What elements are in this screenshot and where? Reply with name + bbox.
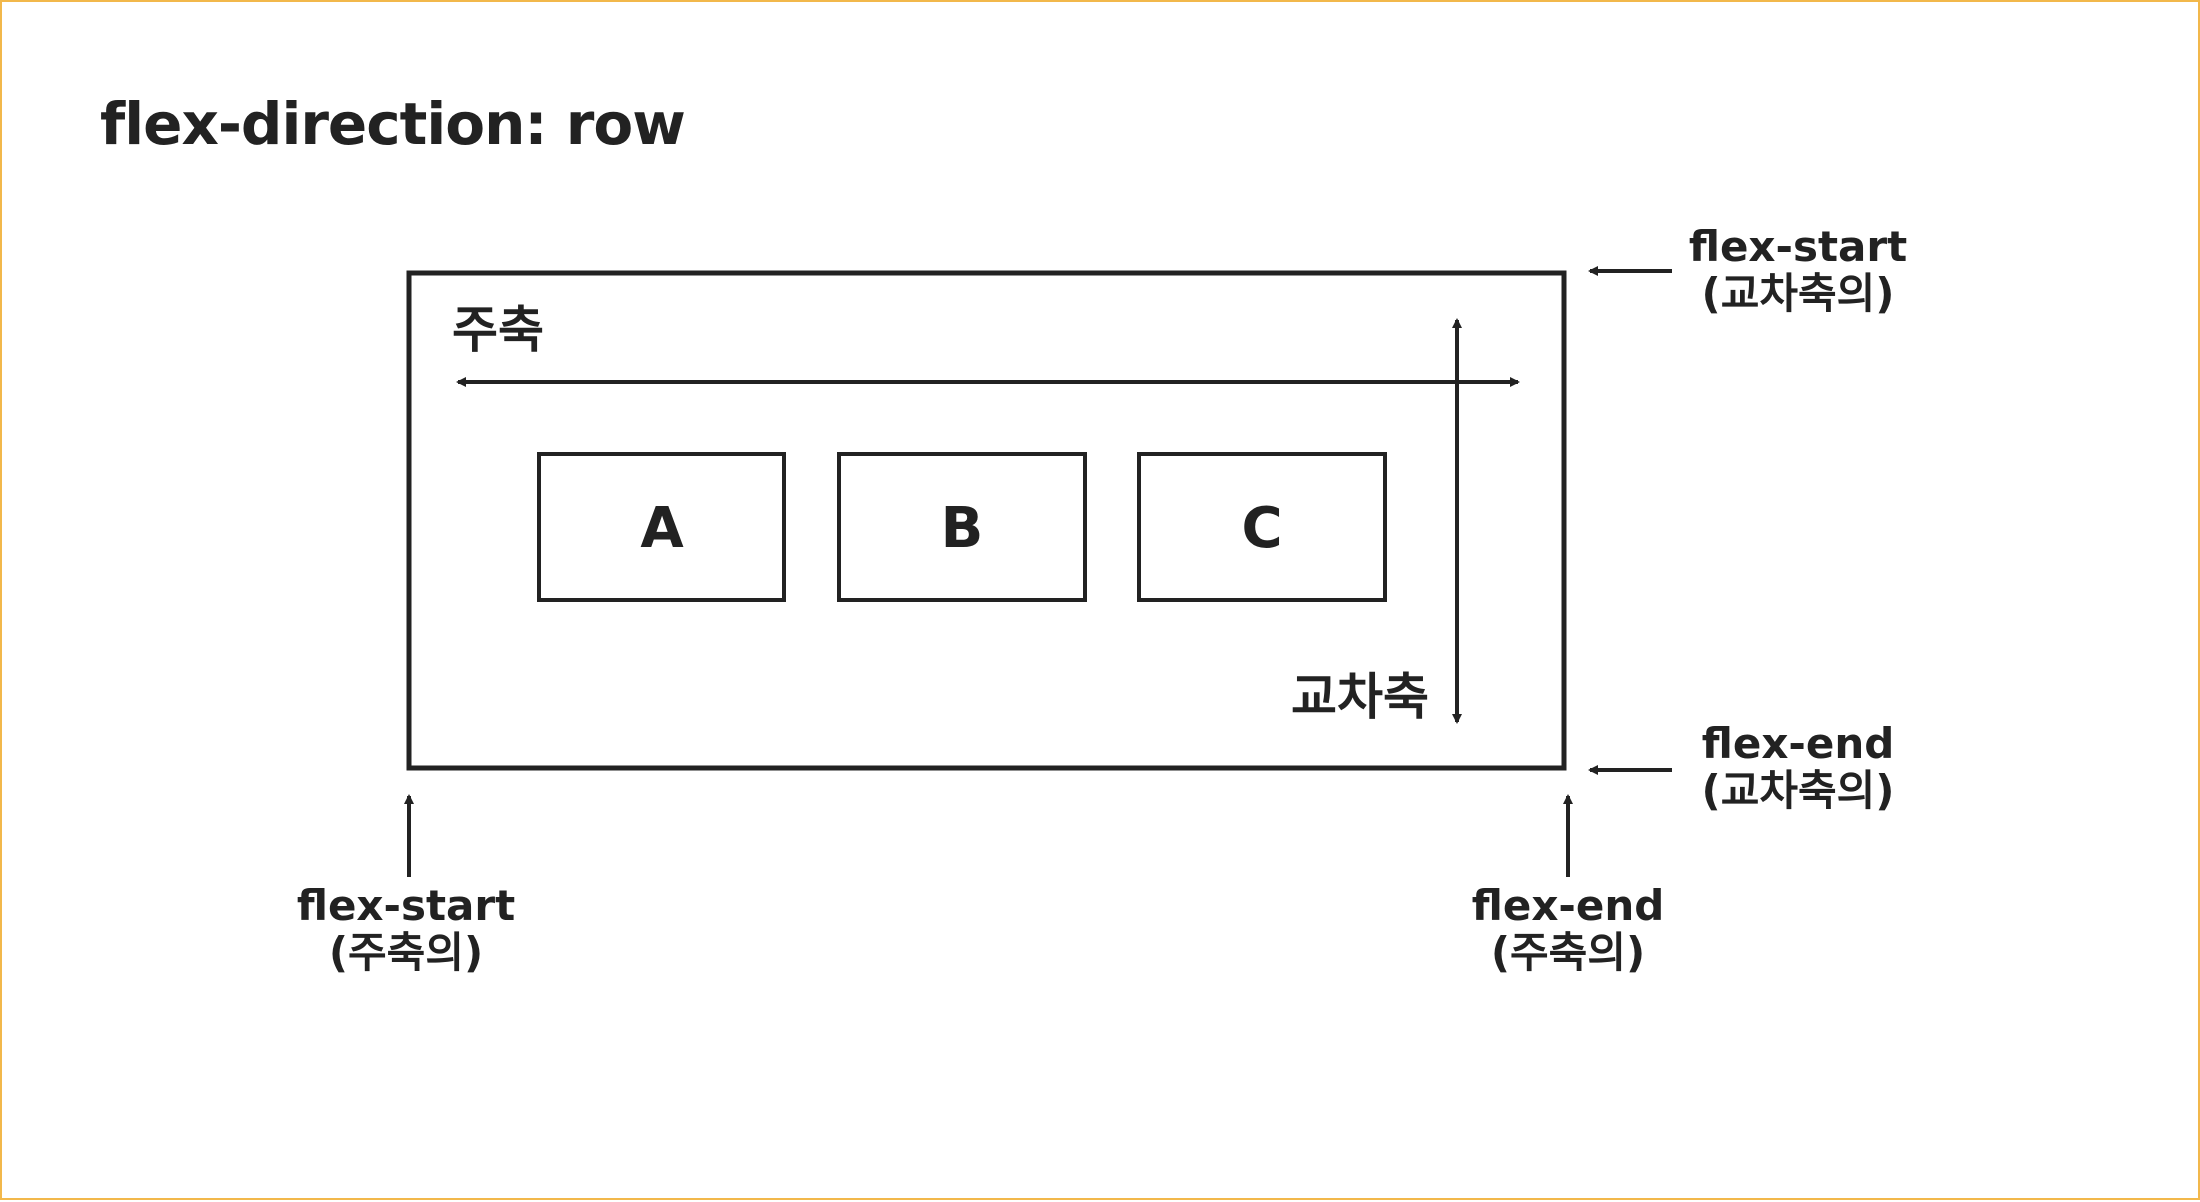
cross-start-annotation-line1: flex-start xyxy=(1689,222,1907,271)
cross-end-annotation-line2: (교차축의) xyxy=(1702,766,1895,815)
main-start-annotation-line1: flex-start xyxy=(297,881,515,930)
flex-item-a-label: A xyxy=(640,496,684,561)
cross-axis-label: 교차축 xyxy=(1291,668,1429,726)
flex-item-a: A xyxy=(537,452,786,602)
main-start-annotation-line2: (주축의) xyxy=(329,928,483,977)
flex-item-b-label: B xyxy=(941,496,984,561)
flex-item-c: C xyxy=(1137,452,1387,602)
main-axis-label: 주축 xyxy=(452,301,544,359)
flex-item-b: B xyxy=(837,452,1087,602)
main-end-annotation-line2: (주축의) xyxy=(1491,928,1645,977)
cross-start-annotation-line2: (교차축의) xyxy=(1702,269,1895,318)
cross-end-annotation-line1: flex-end xyxy=(1702,719,1895,768)
diagram-title: flex-direction: row xyxy=(100,90,686,158)
flex-item-c-label: C xyxy=(1241,496,1282,561)
flex-container-box xyxy=(406,270,1567,771)
main-end-annotation-line1: flex-end xyxy=(1472,881,1665,930)
